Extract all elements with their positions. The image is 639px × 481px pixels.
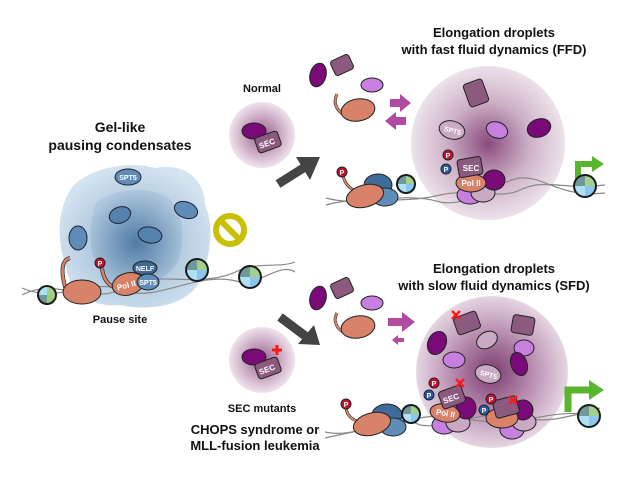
gel-condensate-panel: Gel-like pausing condensates SPT5 P Pol … <box>21 119 296 326</box>
nucleosome <box>238 265 262 289</box>
spt5-paused-label: SPT5 <box>139 280 157 287</box>
svg-text:P: P <box>432 381 437 388</box>
transcription-arrow-icon <box>564 380 604 412</box>
red-x-mark-icon <box>508 395 518 405</box>
phospho-red <box>336 166 348 178</box>
sec-label: SEC <box>463 164 480 173</box>
nucleosome <box>573 174 597 198</box>
nucleosome <box>37 285 57 305</box>
sfd-panel: Elongation droplets with slow fluid dyna… <box>324 261 604 448</box>
svg-text:P: P <box>427 393 432 400</box>
sec-complex <box>456 156 484 178</box>
pol2-body <box>62 279 102 305</box>
phospho-red <box>340 398 352 410</box>
phospho-red <box>442 149 454 161</box>
phospho-blue <box>423 389 435 401</box>
phospho-red <box>485 393 497 405</box>
bidirectional-arrows-icon <box>388 312 415 345</box>
bidirectional-arrows-icon <box>385 94 411 130</box>
gel-title-line1: Gel-like <box>95 119 146 135</box>
spt5-protein <box>474 364 502 384</box>
phospho-label: P <box>98 261 103 268</box>
nucleosome <box>577 404 601 428</box>
ffd-droplet <box>411 66 565 220</box>
pol2-label: Pol II <box>461 179 480 188</box>
sec-protein <box>462 78 490 108</box>
sec-complex-mutant <box>437 384 467 410</box>
ffd-panel: Elongation droplets with fast fluid dyna… <box>325 25 606 220</box>
gel-title-line2: pausing condensates <box>48 137 191 153</box>
svg-text:P: P <box>489 397 494 404</box>
normal-label: Normal <box>243 83 281 95</box>
free-proteins-top <box>309 54 384 122</box>
svg-text:P: P <box>482 408 487 415</box>
disease-label-line1: CHOPS syndrome or <box>191 422 320 437</box>
spt5-protein <box>438 120 466 140</box>
pol2-body <box>352 411 392 437</box>
ffd-title-line1: Elongation droplets <box>433 25 555 40</box>
pol2-body <box>345 183 385 209</box>
gel-protein <box>68 225 88 251</box>
sec-mutant-panel: SEC SEC mutants CHOPS syndrome or MLL-fu… <box>190 327 320 453</box>
ffd-title-line2: with fast fluid dynamics (FFD) <box>401 42 587 57</box>
svg-text:P: P <box>446 153 451 160</box>
sec-mutants-label: SEC mutants <box>228 403 296 415</box>
sfd-title-line2: with slow fluid dynamics (SFD) <box>397 278 589 293</box>
sec-partner <box>241 122 267 140</box>
progress-arrow-down <box>277 313 320 345</box>
sec-protein-mutant <box>452 310 482 336</box>
sec-complex <box>254 130 282 154</box>
nucleosome <box>185 258 209 282</box>
spt5-paused <box>136 273 160 291</box>
gel-protein <box>108 206 132 224</box>
spt5-label: SPT5 <box>119 175 137 182</box>
sec-complex-mutant <box>254 356 282 380</box>
pause-site-label: Pause site <box>93 314 147 326</box>
gel-protein <box>137 226 163 244</box>
phospho-blue <box>478 404 490 416</box>
red-x-mark-icon <box>455 378 465 388</box>
svg-text:P: P <box>444 167 449 174</box>
red-x-mark-icon <box>272 345 282 355</box>
svg-text:P: P <box>344 402 349 409</box>
phospho-red <box>428 377 440 389</box>
phospho-label: P <box>340 170 345 177</box>
elongation-factor <box>485 121 509 139</box>
prohibition-icon <box>213 213 247 247</box>
sfd-title-line1: Elongation droplets <box>433 261 555 276</box>
phospho-blue <box>440 163 452 175</box>
elongation-factor <box>526 118 552 138</box>
disease-label-line2: MLL-fusion leukemia <box>190 438 320 453</box>
phospho-red <box>94 257 106 269</box>
nucleosome <box>401 404 421 424</box>
sec-protein-mutant <box>510 314 536 336</box>
progress-arrow-up <box>275 157 320 188</box>
spt5-label: SPT5 <box>479 370 498 381</box>
red-x-mark-icon <box>451 310 461 320</box>
nucleosome <box>396 174 416 194</box>
nelf-label: NELF <box>136 266 155 273</box>
spt5-label: SPT5 <box>443 126 462 137</box>
normal-sec-panel: Normal SEC <box>229 83 295 168</box>
spt5-protein <box>114 168 142 186</box>
free-proteins-bottom <box>309 277 384 339</box>
pol2-label: Pol II <box>435 407 455 419</box>
gel-protein <box>173 200 199 220</box>
